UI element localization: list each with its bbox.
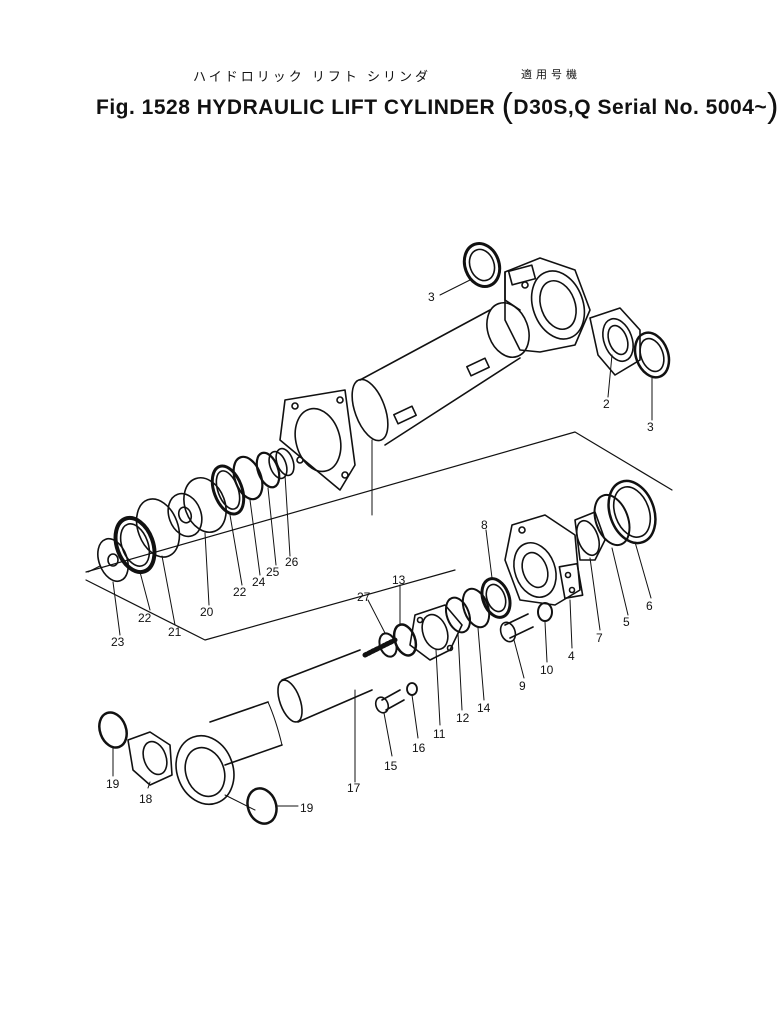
figure-title: Fig. 1528 HYDRAULIC LIFT CYLINDER (D30S,… bbox=[96, 84, 777, 126]
part-11-wiper-retainer bbox=[409, 604, 463, 661]
callout-26: 26 bbox=[285, 555, 299, 569]
callout-24: 24 bbox=[252, 575, 266, 589]
part-3-seal-upper bbox=[462, 242, 502, 288]
part-21-piston-seal bbox=[135, 498, 181, 558]
callout-4: 4 bbox=[568, 649, 575, 663]
callout-11: 11 bbox=[433, 727, 446, 741]
part-1-cylinder-tube bbox=[351, 302, 530, 516]
callout-17: 17 bbox=[347, 781, 361, 795]
callout-3-upper: 3 bbox=[428, 290, 435, 304]
part-4-gland-housing bbox=[504, 514, 584, 606]
serial-label: Serial No. bbox=[597, 96, 700, 119]
callout-6: 6 bbox=[646, 599, 653, 613]
model-code: D30S,Q bbox=[513, 96, 592, 119]
part-1-cylinder-head bbox=[504, 257, 591, 353]
callout-27: 27 bbox=[357, 590, 371, 604]
callout-5: 5 bbox=[623, 615, 630, 629]
part-14-backup-ring bbox=[461, 587, 491, 629]
callout-16: 16 bbox=[412, 741, 426, 755]
callout-18: 18 bbox=[139, 792, 153, 806]
callout-22-lower: 22 bbox=[138, 611, 152, 625]
part-9-bolt bbox=[499, 613, 534, 643]
part-22-wear-ring-lower bbox=[113, 515, 157, 575]
callout-labels: 3 2 3 26 25 24 22 20 21 22 23 8 13 27 6 … bbox=[106, 290, 654, 815]
part-7-bushing bbox=[574, 511, 606, 561]
part-rod-eye bbox=[175, 734, 235, 806]
part-17-piston-rod bbox=[209, 637, 398, 783]
part-10-washer bbox=[537, 602, 553, 622]
part-2-bushing bbox=[589, 307, 641, 376]
part-19-seal-right bbox=[246, 787, 278, 825]
open-paren: ( bbox=[501, 87, 514, 125]
part-5-ring bbox=[593, 493, 631, 547]
group-bracket-line bbox=[85, 431, 673, 573]
callout-12: 12 bbox=[456, 711, 470, 725]
callout-2: 2 bbox=[603, 397, 610, 411]
part-6-seal bbox=[607, 479, 657, 545]
fig-number: 1528 bbox=[141, 96, 191, 119]
callout-20: 20 bbox=[200, 605, 214, 619]
callout-25: 25 bbox=[266, 565, 280, 579]
close-paren: ) bbox=[767, 87, 777, 126]
callout-10: 10 bbox=[540, 663, 554, 677]
applicable-model-japanese: 適用号機 bbox=[521, 68, 581, 81]
callout-13: 13 bbox=[392, 573, 406, 587]
callout-22-upper: 22 bbox=[233, 585, 247, 599]
callout-3-right: 3 bbox=[647, 420, 654, 434]
part-8-seal bbox=[480, 577, 512, 619]
serial-range: 5004~ bbox=[705, 96, 768, 119]
part-19-seal-left bbox=[98, 711, 128, 749]
callout-8: 8 bbox=[481, 518, 488, 532]
callout-15: 15 bbox=[384, 759, 398, 773]
callout-21: 21 bbox=[168, 625, 182, 639]
part-15-bolt bbox=[374, 689, 405, 714]
leader-lines bbox=[87, 279, 653, 811]
part-20-piston bbox=[167, 477, 227, 538]
part-12-o-ring bbox=[444, 596, 472, 634]
part-24-ring bbox=[232, 455, 264, 501]
part-flange-plate bbox=[279, 389, 356, 491]
callout-19-left: 19 bbox=[106, 777, 120, 791]
callout-14: 14 bbox=[477, 701, 491, 715]
callout-19-right: 19 bbox=[300, 801, 314, 815]
callout-7: 7 bbox=[596, 631, 603, 645]
title-japanese: ハイドロリック リフト シリンダ bbox=[193, 70, 432, 85]
part-18-bushing bbox=[127, 731, 173, 786]
callout-23: 23 bbox=[111, 635, 125, 649]
title-english: HYDRAULIC LIFT CYLINDER bbox=[196, 96, 496, 119]
part-23-plate bbox=[97, 537, 129, 583]
fig-label: Fig. bbox=[96, 96, 136, 119]
group-bracket-line-lower bbox=[85, 569, 456, 641]
part-3-seal-right bbox=[633, 331, 671, 379]
part-25-washer bbox=[255, 451, 281, 489]
callout-9: 9 bbox=[519, 679, 526, 693]
part-16-washer bbox=[406, 682, 418, 696]
part-22-wear-ring-upper bbox=[210, 464, 246, 516]
